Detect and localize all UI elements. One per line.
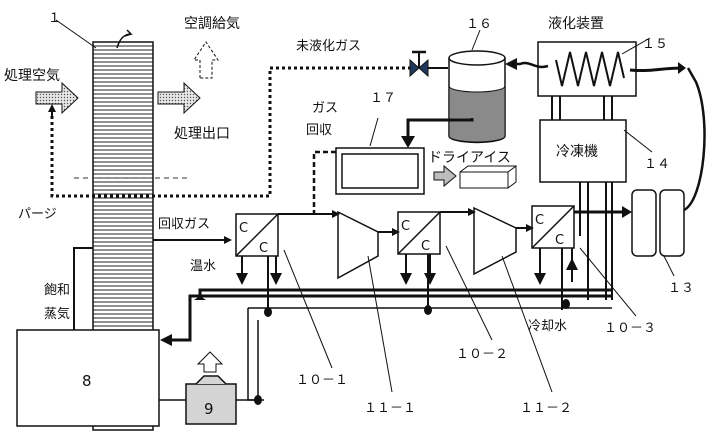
dryer-to-liquefier bbox=[683, 67, 706, 212]
label-11-2: １１－２ bbox=[520, 401, 572, 416]
recovery-dashed-line bbox=[312, 150, 336, 214]
refrigerator-box bbox=[539, 119, 627, 183]
label-gas-recovery-2: 回収 bbox=[306, 123, 332, 138]
cooling-node-2 bbox=[424, 305, 432, 315]
label-14: １４ bbox=[644, 157, 670, 172]
label-13: １３ bbox=[668, 281, 694, 296]
dry-ice-arrow bbox=[433, 164, 457, 188]
leader-10-1 bbox=[283, 249, 333, 369]
gas-recovery-inner bbox=[341, 153, 419, 189]
compressor-11-2 bbox=[473, 206, 517, 276]
steam-line bbox=[73, 247, 93, 330]
label-refrigerator: 冷凍機 bbox=[556, 144, 598, 160]
pump-exhaust-arrow bbox=[196, 351, 224, 373]
liquefier-box bbox=[537, 41, 637, 97]
leader-15 bbox=[621, 37, 651, 55]
label-10-3: １０－３ bbox=[604, 321, 656, 336]
label-11-1: １１－１ bbox=[364, 401, 416, 416]
label-16: １６ bbox=[466, 17, 492, 32]
leader-13 bbox=[663, 255, 675, 277]
compressor-11-1 bbox=[337, 210, 379, 280]
leader-14 bbox=[623, 129, 653, 153]
liquefier-return-head bbox=[678, 62, 686, 74]
label-17: １７ bbox=[370, 91, 396, 106]
aircon-supply-arrow bbox=[193, 41, 219, 79]
hx3-c-bottom: C bbox=[555, 233, 564, 248]
label-liquefier: 液化装置 bbox=[548, 16, 604, 32]
boiler-box bbox=[16, 329, 160, 427]
heat-exchanger-10-2 bbox=[397, 211, 441, 255]
leader-1 bbox=[55, 19, 97, 49]
cooling-node-3 bbox=[562, 299, 570, 309]
hx1-c-top: C bbox=[239, 221, 248, 236]
heat-exchanger-10-1 bbox=[235, 213, 279, 257]
label-purge: パージ bbox=[18, 207, 57, 222]
pump-node bbox=[254, 395, 262, 405]
label-recovered-gas: 回収ガス bbox=[158, 217, 210, 232]
hot-water-return bbox=[168, 294, 612, 342]
cooling-to-pump bbox=[247, 308, 264, 401]
cooling-node-1 bbox=[264, 307, 272, 317]
hx1-c-bottom: C bbox=[259, 241, 268, 256]
label-saturated-1: 飽和 bbox=[44, 283, 70, 298]
label-10-1: １０－１ bbox=[296, 373, 348, 388]
label-8: 8 bbox=[82, 372, 92, 390]
label-uncondensed-gas: 未液化ガス bbox=[296, 39, 361, 54]
process-air-arrow bbox=[35, 81, 79, 115]
label-process-outlet: 処理出口 bbox=[174, 126, 230, 142]
heat-exchanger-10-3 bbox=[531, 205, 575, 249]
label-9: 9 bbox=[204, 400, 214, 418]
tank-top bbox=[448, 50, 506, 66]
label-process-air: 処理空気 bbox=[4, 68, 60, 84]
label-gas-recovery-1: ガス bbox=[312, 101, 338, 116]
label-1: １ bbox=[48, 11, 61, 26]
leader-11-1 bbox=[367, 255, 393, 393]
dryer-a bbox=[631, 189, 657, 257]
label-saturated-2: 蒸気 bbox=[44, 306, 70, 322]
label-dry-ice: ドライアイス bbox=[428, 150, 511, 166]
label-cooling-water: 冷却水 bbox=[528, 319, 567, 334]
leader-11-2 bbox=[501, 255, 553, 393]
leader-17 bbox=[369, 117, 379, 147]
label-10-2: １０－２ bbox=[456, 347, 508, 362]
leader-10-2 bbox=[445, 245, 493, 341]
label-15: １５ bbox=[642, 37, 668, 52]
liquefier-to-tank bbox=[505, 58, 549, 70]
label-hot-water: 温水 bbox=[190, 259, 216, 274]
tank-liquid bbox=[448, 85, 506, 143]
leader-16 bbox=[471, 29, 481, 51]
hx3-c-top: C bbox=[535, 213, 544, 228]
tank-to-recovery bbox=[406, 118, 474, 140]
tank-to-recovery-head bbox=[401, 136, 415, 148]
leader-10-3 bbox=[579, 247, 637, 317]
liquefier-return-line bbox=[629, 66, 685, 73]
hot-water-header bbox=[198, 288, 612, 296]
hx2-c-bottom: C bbox=[421, 239, 430, 254]
label-aircon-supply: 空調給気 bbox=[184, 16, 240, 32]
rotor-rotation-arrow bbox=[116, 29, 133, 49]
liquefier-coil bbox=[555, 51, 625, 87]
process-outlet-arrow bbox=[157, 81, 201, 115]
hx2-c-top: C bbox=[401, 219, 410, 234]
dryer-b bbox=[659, 189, 685, 257]
